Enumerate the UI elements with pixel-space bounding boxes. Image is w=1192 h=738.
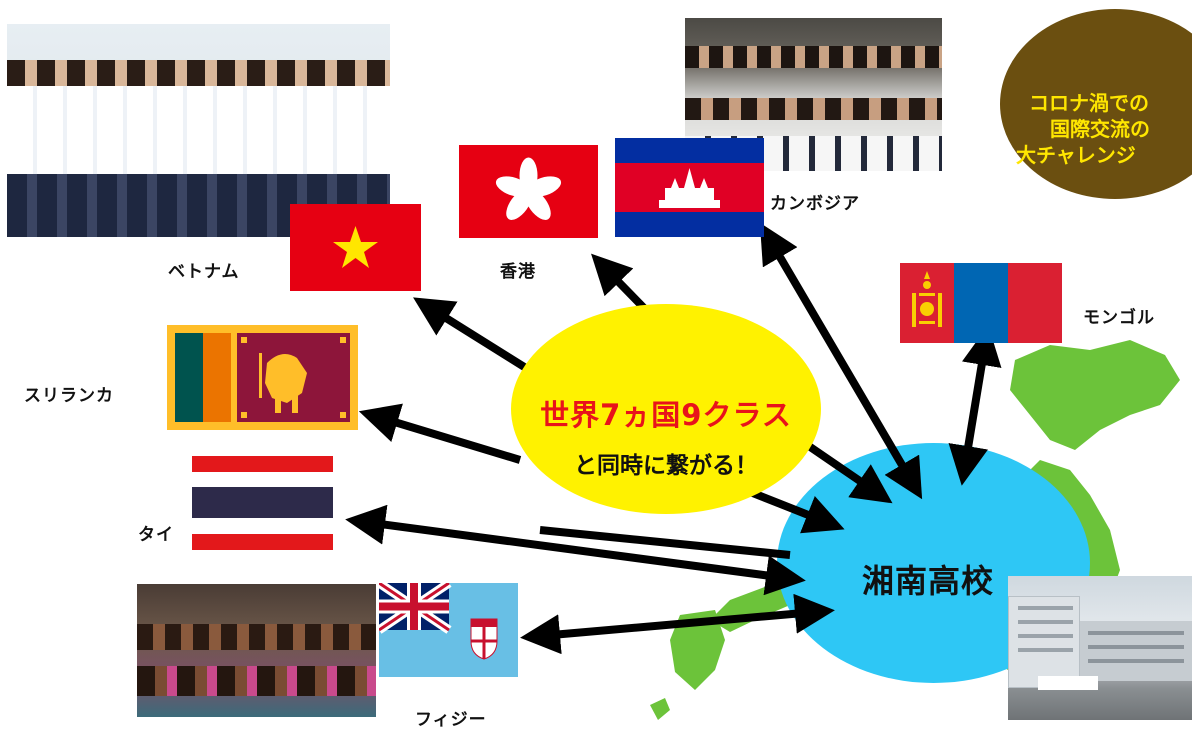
thailand-flag xyxy=(192,456,333,550)
challenge-badge: コロナ渦での 国際交流の 大チャレンジ xyxy=(1000,9,1192,199)
map-okinawa xyxy=(650,698,670,720)
arrow-center-school xyxy=(797,436,893,504)
map-hokkaido xyxy=(1010,340,1180,450)
label-thailand: タイ xyxy=(138,525,174,545)
vietnam-class-photo xyxy=(7,24,390,237)
arrow-mongolia xyxy=(948,325,1002,486)
label-mongolia: モンゴル xyxy=(1083,308,1155,328)
arrow-cambodia xyxy=(759,222,923,500)
cambodia-flag xyxy=(615,138,764,237)
badge-line1: コロナ渦での xyxy=(1029,91,1149,115)
school-label: 湘南高校 xyxy=(862,562,995,600)
school-building-photo xyxy=(1008,576,1192,720)
arrow-fiji xyxy=(520,593,835,655)
label-vietnam: ベトナム xyxy=(168,262,240,282)
vietnam-flag xyxy=(290,204,421,291)
fiji-class-photo xyxy=(137,584,376,717)
hongkong-flag xyxy=(459,145,598,238)
badge-line3: 大チャレンジ xyxy=(1016,143,1136,167)
arrow-srilanka xyxy=(358,403,522,464)
center-title: 世界7ヵ国9クラス xyxy=(540,398,792,432)
fiji-flag xyxy=(379,583,518,677)
srilanka-flag xyxy=(167,325,358,430)
label-fiji: フィジー xyxy=(415,710,487,730)
label-srilanka: スリランカ xyxy=(24,386,114,406)
center-subtitle: と同時に繋がる！ xyxy=(574,453,758,479)
star-icon xyxy=(333,226,378,268)
label-cambodia: カンボジア xyxy=(770,194,860,214)
badge-line2: 国際交流の xyxy=(1050,117,1150,141)
label-hongkong: 香港 xyxy=(500,262,536,282)
arrow-thailand xyxy=(345,504,806,596)
center-ellipse xyxy=(511,304,821,514)
mongolia-flag xyxy=(900,263,1062,343)
